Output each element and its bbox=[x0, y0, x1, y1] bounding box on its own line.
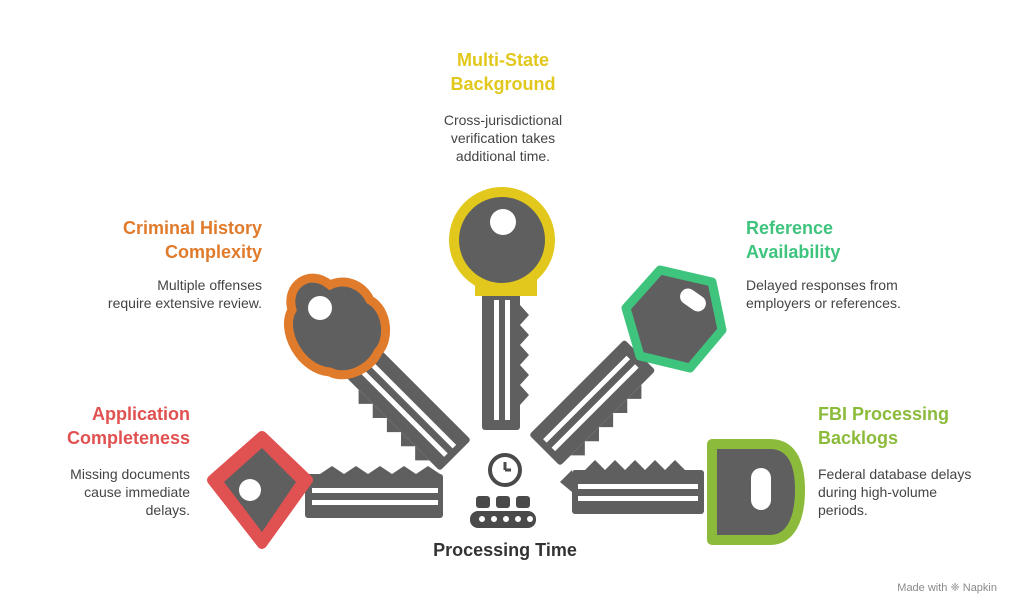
criminal-title: Criminal History Complexity bbox=[122, 218, 262, 262]
multistate-desc: Cross-jurisdictional verification takes … bbox=[443, 112, 563, 164]
fbi-key bbox=[560, 439, 805, 545]
application-desc: Missing documents cause immediate delays… bbox=[70, 466, 190, 518]
fbi-key-blade bbox=[560, 460, 704, 514]
reference-key-head bbox=[621, 265, 727, 373]
multistate-title: Multi-State Background bbox=[450, 50, 556, 94]
application-key-hole bbox=[239, 479, 261, 501]
multistate-key bbox=[449, 187, 555, 430]
multistate-key-blade bbox=[482, 292, 529, 430]
fbi-desc: Federal database delays during high-volu… bbox=[818, 466, 972, 518]
reference-key-blade bbox=[530, 340, 655, 465]
multistate-key-hole bbox=[490, 209, 516, 235]
center-label: Processing Time bbox=[433, 540, 577, 560]
criminal-key-hole bbox=[308, 296, 332, 320]
fbi-key-slot bbox=[751, 468, 771, 510]
application-key bbox=[207, 431, 443, 549]
multistate-key-head bbox=[449, 187, 555, 293]
application-title: Application Completeness bbox=[66, 404, 190, 448]
application-key-blade bbox=[305, 466, 443, 518]
reference-title: Reference Availability bbox=[746, 218, 841, 262]
fbi-title: FBI Processing Backlogs bbox=[818, 404, 950, 448]
criminal-desc: Multiple offenses require extensive revi… bbox=[107, 277, 262, 311]
criminal-key-blade bbox=[345, 345, 470, 470]
napkin-watermark: Made with ❈ Napkin bbox=[897, 582, 997, 594]
reference-desc: Delayed responses from employers or refe… bbox=[746, 277, 901, 311]
criminal-key-head bbox=[283, 273, 391, 380]
criminal-key bbox=[283, 273, 470, 470]
reference-key bbox=[530, 265, 727, 465]
clock-conveyor-icon bbox=[470, 453, 536, 528]
reference-key-slot bbox=[680, 288, 706, 312]
